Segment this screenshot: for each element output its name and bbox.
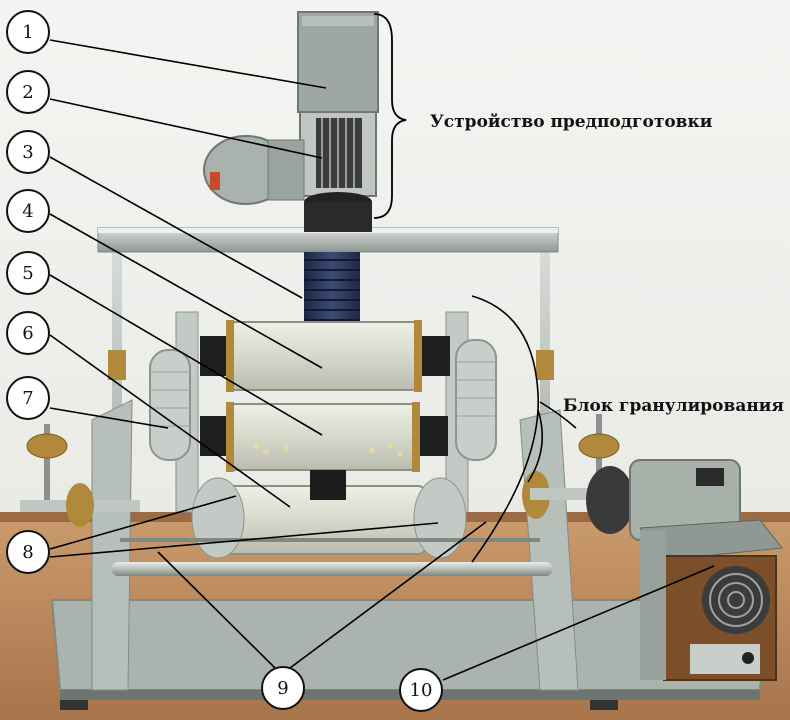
bracket [373, 13, 407, 219]
leader-lines [49, 39, 715, 681]
callout-3: 3 [6, 130, 50, 174]
drum-middle [200, 402, 448, 472]
elbow-right [455, 339, 497, 461]
callout-4: 4 [6, 189, 50, 233]
control-box [639, 519, 783, 681]
hopper-housing [297, 11, 379, 113]
callout-1: 1 [6, 10, 50, 54]
label-preprocessing-device: Устройство предподготовки [430, 112, 713, 132]
side-plate-left [91, 399, 133, 691]
drive-rod [112, 562, 552, 576]
elbow-left [149, 349, 191, 461]
callout-7: 7 [6, 376, 50, 420]
callout-5: 5 [6, 251, 50, 295]
callout-10: 10 [399, 668, 443, 712]
drive-motor [586, 459, 741, 541]
callout-6: 6 [6, 311, 50, 355]
callout-8: 8 [6, 530, 50, 574]
weight-left [20, 424, 140, 527]
drum-upper [200, 320, 450, 392]
callout-2: 2 [6, 70, 50, 114]
rotor-comb [316, 118, 362, 188]
label-granulation-block: Блок гранулирования [563, 396, 784, 416]
callout-9: 9 [261, 666, 305, 710]
